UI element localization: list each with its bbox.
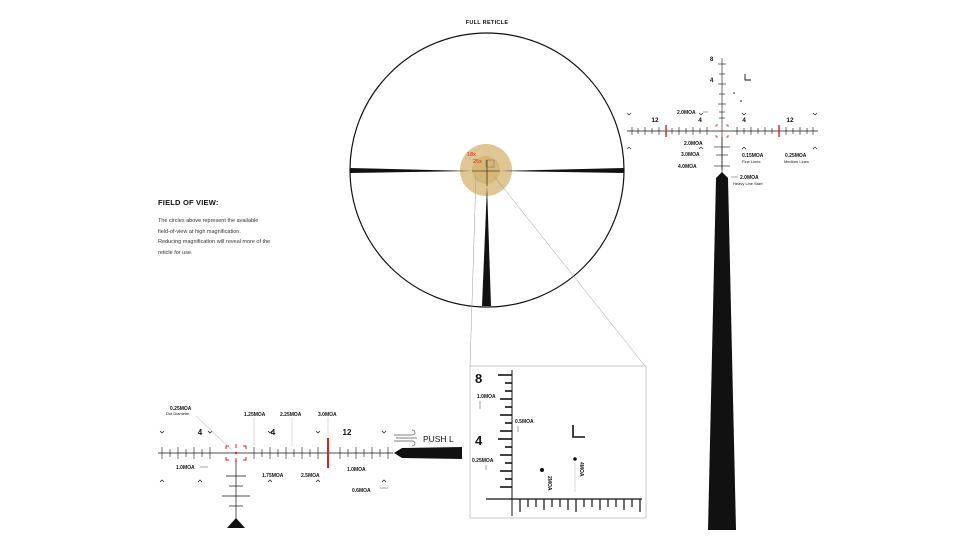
magnification-25x: 25x	[473, 159, 482, 165]
field-of-view-heading: FIELD OF VIEW:	[158, 198, 219, 207]
zoom-label-2moa: 2MOA	[546, 476, 552, 491]
field-of-view-line-1: The circles above represent the availabl…	[158, 218, 259, 224]
right-medium-value: 0.25MOA	[785, 153, 807, 159]
right-label-below-1: 2.0MOA	[684, 141, 703, 147]
right-fine-value: 0.15MOA	[742, 153, 764, 159]
bottom-dot-caption: Dot Diameter	[166, 411, 190, 416]
right-heavy-post	[708, 178, 736, 530]
zoom-callout-right	[493, 175, 646, 367]
fov-circle-outer	[460, 144, 512, 196]
left-heavy-post	[350, 168, 472, 173]
field-of-view-line-3: Reducing magnification will reveal more …	[158, 239, 271, 245]
right-h-number-12-left: 12	[651, 117, 659, 124]
bottom-label-0-6: 0.6MOA	[352, 488, 371, 494]
right-h-number-12-right: 12	[786, 117, 794, 124]
bottom-number-4-right: 4	[271, 428, 276, 437]
magnification-18x: 18x	[467, 152, 476, 158]
bottom-label-1-75: 1.75MOA	[262, 473, 284, 479]
zoom-l-mark	[572, 425, 585, 438]
bottom-label-1-0-b: 1.0MOA	[347, 467, 366, 473]
bottom-number-4-left: 4	[198, 428, 203, 437]
push-label: PUSH L	[423, 434, 454, 444]
field-of-view-line-4: reticle for use.	[158, 249, 193, 256]
zoom-callout-left	[469, 175, 477, 367]
bottom-number-12: 12	[343, 428, 352, 437]
zoom-number-4: 4	[475, 433, 483, 448]
field-of-view-line-2: field-of-view at high magnification.	[158, 228, 241, 235]
bottom-label-2-25: 2.25MOA	[280, 412, 302, 418]
l-mark	[744, 74, 751, 81]
bottom-post-tip	[227, 518, 245, 528]
zoom-dot-4moa	[573, 457, 577, 461]
zoom-dot-2moa	[540, 468, 544, 472]
right-label-below-2: 3.0MOA	[681, 152, 700, 158]
bottom-label-1-0-a: 1.0MOA	[176, 465, 195, 471]
full-reticle: 18x 25x	[349, 32, 646, 367]
right-medium-caption: Medium Lines	[784, 159, 809, 164]
bottom-label-2-5: 2.5MOA	[301, 473, 320, 479]
right-vertical-number-4: 4	[710, 78, 714, 84]
zoom-number-8: 8	[475, 371, 482, 386]
right-reticle-detail: 8 4	[626, 57, 818, 530]
right-vertical-number-8: 8	[710, 57, 714, 63]
right-heavy-value: 2.0MOA	[740, 175, 759, 181]
zoom-label-0-25: 0.25MOA	[472, 458, 494, 464]
right-heavy-caption: Heavy Line Start	[733, 181, 763, 186]
bottom-label-3: 3.0MOA	[318, 412, 337, 418]
bottom-heavy-post	[482, 186, 491, 306]
right-h-number-4-left: 4	[698, 117, 702, 124]
right-label-below-3: 4.0MOA	[678, 164, 697, 170]
page-title: FULL RETICLE	[466, 20, 509, 26]
center-brackets	[715, 124, 729, 138]
wind-icon	[394, 429, 417, 447]
zoom-detail: 8 4 1.0MOA 0.5MOA 0.25MOA 2MOA 4MOA	[469, 365, 647, 519]
bottom-reticle-detail: 4 4 12 0.25MOA Dot Diameter 1.25MOA 2.25…	[158, 406, 462, 528]
right-fine-caption: Fine Lines	[742, 159, 760, 164]
right-heavy-post	[500, 168, 624, 173]
field-of-view-note: FIELD OF VIEW: The circles above represe…	[158, 198, 308, 258]
right-label-top-spacing: 2.0MOA	[677, 110, 696, 116]
right-h-number-4-right: 4	[742, 117, 746, 124]
bottom-label-1-25: 1.25MOA	[244, 412, 266, 418]
zoom-box	[469, 365, 647, 519]
bottom-dot-value: 0.25MOA	[170, 406, 192, 412]
zoom-label-1-0: 1.0MOA	[477, 394, 496, 400]
fov-circle-inner	[472, 156, 500, 184]
bottom-heavy-post	[394, 447, 462, 459]
zoom-label-4moa: 4MOA	[578, 462, 584, 477]
zoom-label-0-5: 0.5MOA	[515, 419, 534, 425]
